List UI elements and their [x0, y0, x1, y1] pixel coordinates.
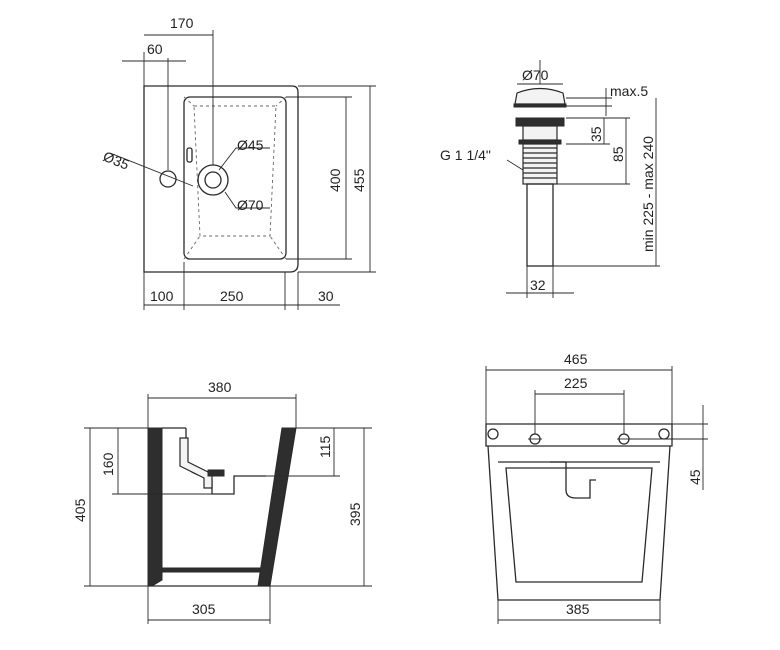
drain-view: Ø70 max.5 35 85 min 225 - max 240 G 1 1/… [440, 60, 660, 298]
dim-32: 32 [530, 277, 546, 293]
bowl-outline [183, 96, 287, 260]
dim-170: 170 [170, 15, 194, 31]
drain-inner [204, 171, 222, 189]
drain-cap [514, 87, 566, 105]
dim-225: 225 [564, 375, 588, 391]
dim-380: 380 [208, 379, 232, 395]
fixing-hole-left [487, 428, 499, 440]
dim-115: 115 [317, 435, 333, 458]
fixing-hole-right [658, 428, 670, 440]
dim-45: 45 [687, 469, 703, 485]
dim-405: 405 [72, 498, 88, 522]
dim-395: 395 [347, 502, 363, 526]
dim-250: 250 [220, 288, 244, 304]
front-view: 465 225 45 385 [485, 351, 708, 624]
dim-400: 400 [327, 168, 343, 192]
leader-line [506, 159, 524, 171]
drain-flange [515, 117, 565, 127]
drain-cap-rim [513, 103, 567, 108]
waste-trap [179, 437, 213, 489]
drain-pipe [526, 183, 554, 267]
front-waste [550, 461, 596, 499]
drain-outer [197, 164, 229, 196]
leader-line [224, 191, 270, 209]
dim-30: 30 [318, 288, 334, 304]
dim-160: 160 [100, 452, 116, 476]
dim-465: 465 [564, 351, 588, 367]
dim-35: 35 [588, 126, 604, 142]
front-top-slab [485, 423, 673, 447]
dim-thread: G 1 1/4" [440, 147, 491, 163]
top-view: 170 60 Ø35 Ø45 Ø70 400 455 100 250 30 [101, 15, 376, 310]
basin-outline [143, 85, 299, 273]
dim-385: 385 [566, 601, 590, 617]
dim-range: min 225 - max 240 [640, 136, 656, 252]
bowl-section [162, 427, 266, 495]
dim-85: 85 [610, 146, 626, 162]
side-wall-left [147, 427, 163, 587]
dim-60: 60 [147, 41, 163, 57]
side-view: 380 160 405 115 395 305 [72, 379, 372, 624]
dim-d35: Ø35 [101, 148, 132, 173]
front-inner [505, 467, 653, 583]
dim-305: 305 [192, 601, 216, 617]
dim-max5: max.5 [610, 83, 648, 99]
bowl-slope [183, 96, 287, 260]
leader-line [109, 152, 194, 187]
side-wall-right [257, 427, 297, 587]
overflow-slot [186, 147, 193, 163]
side-base-rail [161, 567, 261, 573]
waste-nut [207, 469, 225, 477]
leader-line [218, 147, 270, 171]
dim-d45: Ø45 [237, 137, 264, 153]
dim-455: 455 [351, 168, 367, 192]
dim-d70: Ø70 [237, 197, 264, 213]
dim-drain-d70: Ø70 [522, 67, 549, 83]
drain-nut [518, 139, 562, 145]
front-body [487, 445, 671, 601]
dim-100: 100 [150, 288, 174, 304]
drain-neck [522, 125, 558, 141]
